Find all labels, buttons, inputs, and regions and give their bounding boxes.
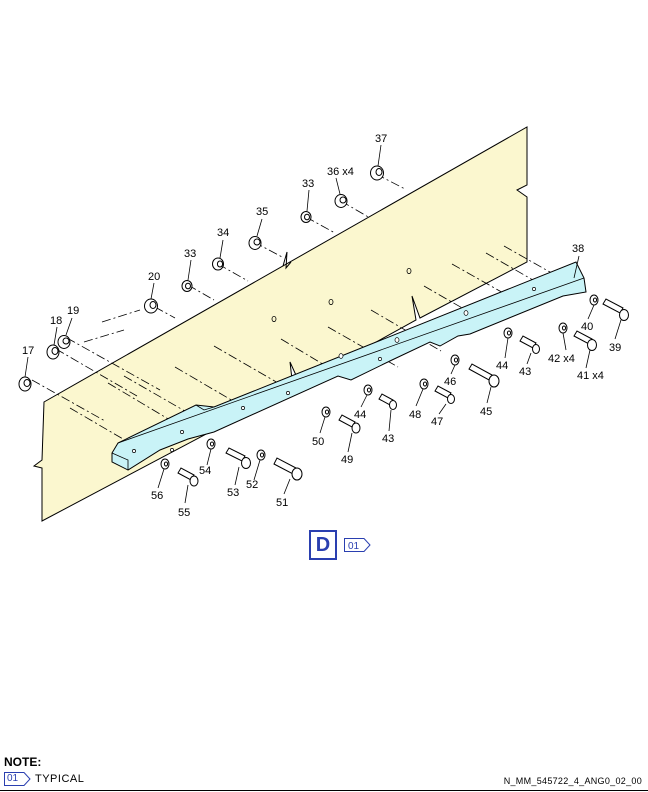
nut-37	[370, 165, 384, 181]
callout-44a: 44	[496, 360, 508, 372]
callout-43a: 43	[519, 366, 531, 378]
callout-43b: 43	[382, 433, 394, 445]
note-flag-text: 01	[7, 773, 19, 784]
callout-46: 46	[444, 376, 456, 388]
nut-20	[144, 298, 158, 314]
callout-48: 48	[409, 409, 421, 421]
wall-panel	[32, 126, 528, 522]
callout-53: 53	[227, 487, 239, 499]
callout-36: 36 x4	[327, 166, 354, 178]
panel-break-notch	[282, 251, 292, 270]
callout-18: 18	[50, 315, 62, 327]
bolt-53	[225, 447, 251, 469]
callout-20: 20	[148, 271, 160, 283]
bolt-39	[602, 298, 629, 321]
callout-41: 41 x4	[577, 370, 604, 382]
bolt-parts	[160, 294, 629, 487]
washer-44a	[503, 327, 513, 339]
callout-45: 45	[480, 406, 492, 418]
callout-52: 52	[246, 479, 258, 491]
callout-34: 34	[217, 227, 229, 239]
nut-17	[18, 376, 32, 392]
callout-55: 55	[178, 507, 190, 519]
leader-lines	[24, 144, 622, 504]
drawing-id: N_MM_545722_4_ANG0_02_00	[503, 776, 642, 786]
callout-56: 56	[151, 490, 163, 502]
callout-38: 38	[572, 243, 584, 255]
panel-holes	[271, 267, 412, 322]
bolt-43a	[519, 335, 540, 354]
view-flag-shape	[344, 538, 371, 552]
washer-44b	[363, 384, 373, 396]
washer-56	[160, 458, 170, 470]
callout-50: 50	[312, 436, 324, 448]
callout-33a: 33	[184, 248, 196, 260]
callout-labels: 17 18 19 20 33 34 35 33 36 x4 37 38 39 4…	[22, 133, 621, 519]
washer-46	[450, 354, 460, 366]
view-flag-text: 01	[348, 541, 360, 552]
bolt-45	[468, 363, 500, 388]
nut-33b	[300, 211, 312, 223]
callout-42: 42 x4	[548, 353, 575, 365]
note-text: TYPICAL	[35, 773, 85, 785]
callout-19: 19	[67, 305, 79, 317]
note-row: 01 TYPICAL	[4, 771, 84, 787]
view-letter-box: D	[309, 530, 337, 560]
callout-40: 40	[581, 321, 593, 333]
nut-parts	[18, 165, 384, 392]
callout-54: 54	[199, 465, 211, 477]
bolt-43b	[378, 393, 397, 410]
callout-49: 49	[341, 454, 353, 466]
bolt-47	[434, 385, 455, 404]
bolt-49	[338, 414, 361, 434]
note-flag: 01	[4, 772, 31, 786]
rail-holes	[132, 287, 536, 453]
callout-51: 51	[276, 497, 288, 509]
washer-54	[206, 438, 216, 450]
callout-47: 47	[431, 416, 443, 428]
callout-17: 17	[22, 345, 34, 357]
note-title: NOTE:	[4, 755, 42, 769]
view-letter: D	[315, 533, 331, 556]
washer-48	[419, 378, 429, 390]
callout-39: 39	[609, 342, 621, 354]
nut-36	[334, 194, 348, 208]
bottom-rule	[0, 790, 648, 791]
bolt-41	[573, 330, 597, 351]
washer-50	[321, 406, 331, 418]
callout-33b: 33	[302, 178, 314, 190]
nut-33a	[181, 280, 193, 292]
bolt-51	[273, 457, 303, 481]
nut-18	[46, 344, 60, 360]
nut-19	[57, 335, 71, 349]
bolt-55	[177, 467, 199, 487]
washer-52	[256, 449, 266, 461]
nut-34	[212, 257, 224, 271]
nut-35	[248, 236, 262, 250]
callout-37: 37	[375, 133, 387, 145]
washer-42	[558, 322, 568, 334]
washer-40	[589, 294, 599, 306]
callout-35: 35	[256, 206, 268, 218]
callout-44b: 44	[354, 409, 366, 421]
